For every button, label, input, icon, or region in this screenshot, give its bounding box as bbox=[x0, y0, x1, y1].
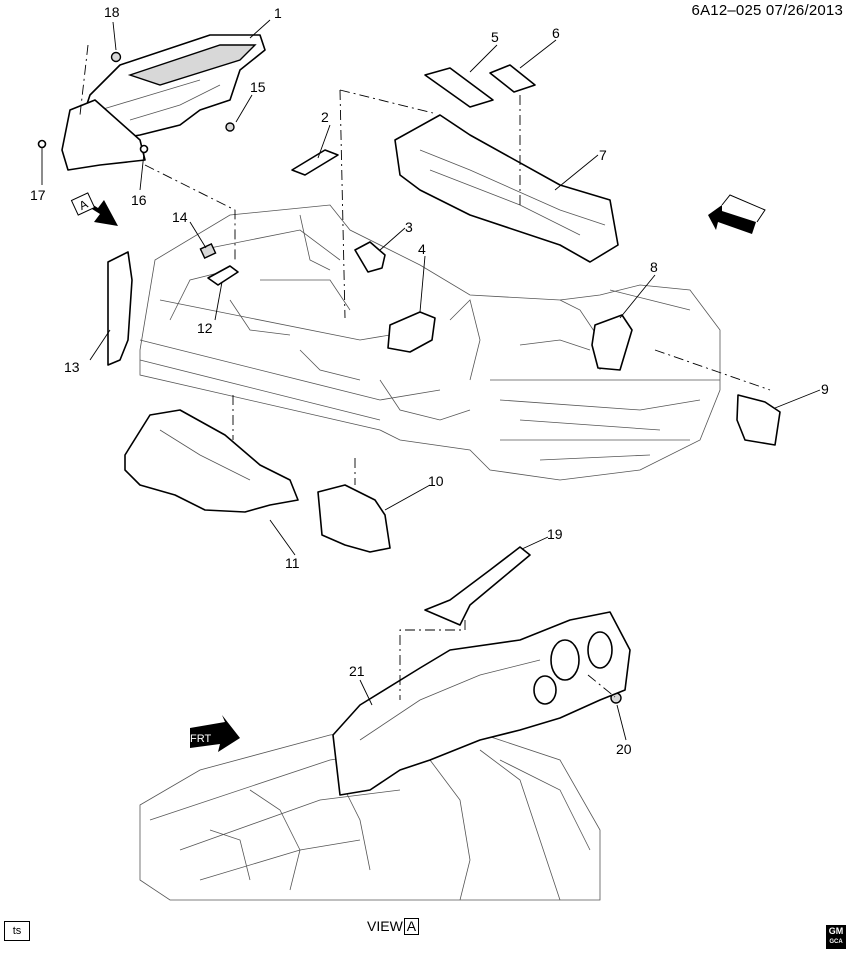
callout-4: 4 bbox=[418, 241, 426, 257]
doc-id: 6A12–025 bbox=[691, 2, 762, 19]
callout-12: 12 bbox=[197, 320, 213, 336]
callout-14: 14 bbox=[172, 209, 188, 225]
ts-badge: ts bbox=[4, 921, 30, 941]
part-9-pad bbox=[736, 394, 781, 446]
part-13-pillar-insulator bbox=[107, 251, 133, 366]
part-18-fastener bbox=[110, 51, 122, 63]
part-11-floor-insulator bbox=[124, 409, 299, 513]
frt-arrow-top: FRT bbox=[708, 194, 766, 234]
callout-5: 5 bbox=[491, 29, 499, 45]
callouts: 1 2 3 4 5 6 7 8 9 10 11 12 13 14 15 16 1… bbox=[30, 4, 829, 757]
document-header: 6A12–025 07/26/2013 bbox=[692, 2, 843, 19]
callout-9: 9 bbox=[821, 381, 829, 397]
gm-logo: GM GCA bbox=[826, 925, 846, 949]
callout-15: 15 bbox=[250, 79, 266, 95]
gm-logo-top: GM bbox=[828, 926, 844, 936]
part-19-insulator bbox=[424, 546, 531, 626]
part-17-fastener bbox=[37, 139, 47, 149]
part-7-tunnel-insulator bbox=[394, 114, 619, 263]
callout-10: 10 bbox=[428, 473, 444, 489]
part-1-dash-insulator bbox=[79, 34, 266, 141]
part-10-insulator bbox=[317, 484, 391, 553]
frt-label-top: FRT bbox=[723, 214, 747, 232]
fasteners bbox=[37, 51, 235, 154]
doc-date: 07/26/2013 bbox=[765, 2, 843, 19]
callout-13: 13 bbox=[64, 359, 80, 375]
vehicle-body-lower bbox=[139, 719, 601, 901]
callout-1: 1 bbox=[274, 5, 282, 21]
callout-6: 6 bbox=[552, 25, 560, 41]
callout-8: 8 bbox=[650, 259, 658, 275]
callout-3: 3 bbox=[405, 219, 413, 235]
part-4-wheelhouse-pad bbox=[387, 311, 436, 353]
part-14-clip bbox=[199, 243, 217, 259]
vehicle-body-upper bbox=[139, 204, 721, 481]
callout-21: 21 bbox=[349, 663, 365, 679]
part-8-panel bbox=[591, 314, 633, 371]
leader-lines bbox=[41, 19, 821, 741]
view-label-letter: A bbox=[403, 918, 420, 935]
callout-19: 19 bbox=[547, 526, 563, 542]
part-12-grommet bbox=[207, 265, 239, 286]
part-2-pad bbox=[291, 149, 339, 176]
part-16-fastener bbox=[139, 144, 149, 154]
view-a-arrow: A bbox=[70, 192, 118, 226]
callout-20: 20 bbox=[616, 741, 632, 757]
callout-16: 16 bbox=[131, 192, 147, 208]
callout-18: 18 bbox=[104, 4, 120, 20]
view-label-text: VIEW bbox=[367, 918, 403, 934]
callout-11: 11 bbox=[285, 555, 300, 571]
part-5-pad bbox=[424, 67, 494, 108]
part-1-side bbox=[61, 99, 146, 171]
part-15-fastener bbox=[225, 122, 235, 132]
part-3-grommet bbox=[354, 241, 386, 273]
part-21-dash-insulator bbox=[332, 611, 631, 796]
callout-2: 2 bbox=[321, 109, 329, 125]
frt-label-lower: FRT bbox=[190, 733, 211, 745]
callout-7: 7 bbox=[599, 147, 607, 163]
frt-arrow-lower: FRT bbox=[190, 715, 240, 752]
part-6-pad bbox=[489, 64, 536, 93]
callout-17: 17 bbox=[30, 187, 46, 203]
gm-logo-bottom: GCA bbox=[829, 939, 843, 945]
